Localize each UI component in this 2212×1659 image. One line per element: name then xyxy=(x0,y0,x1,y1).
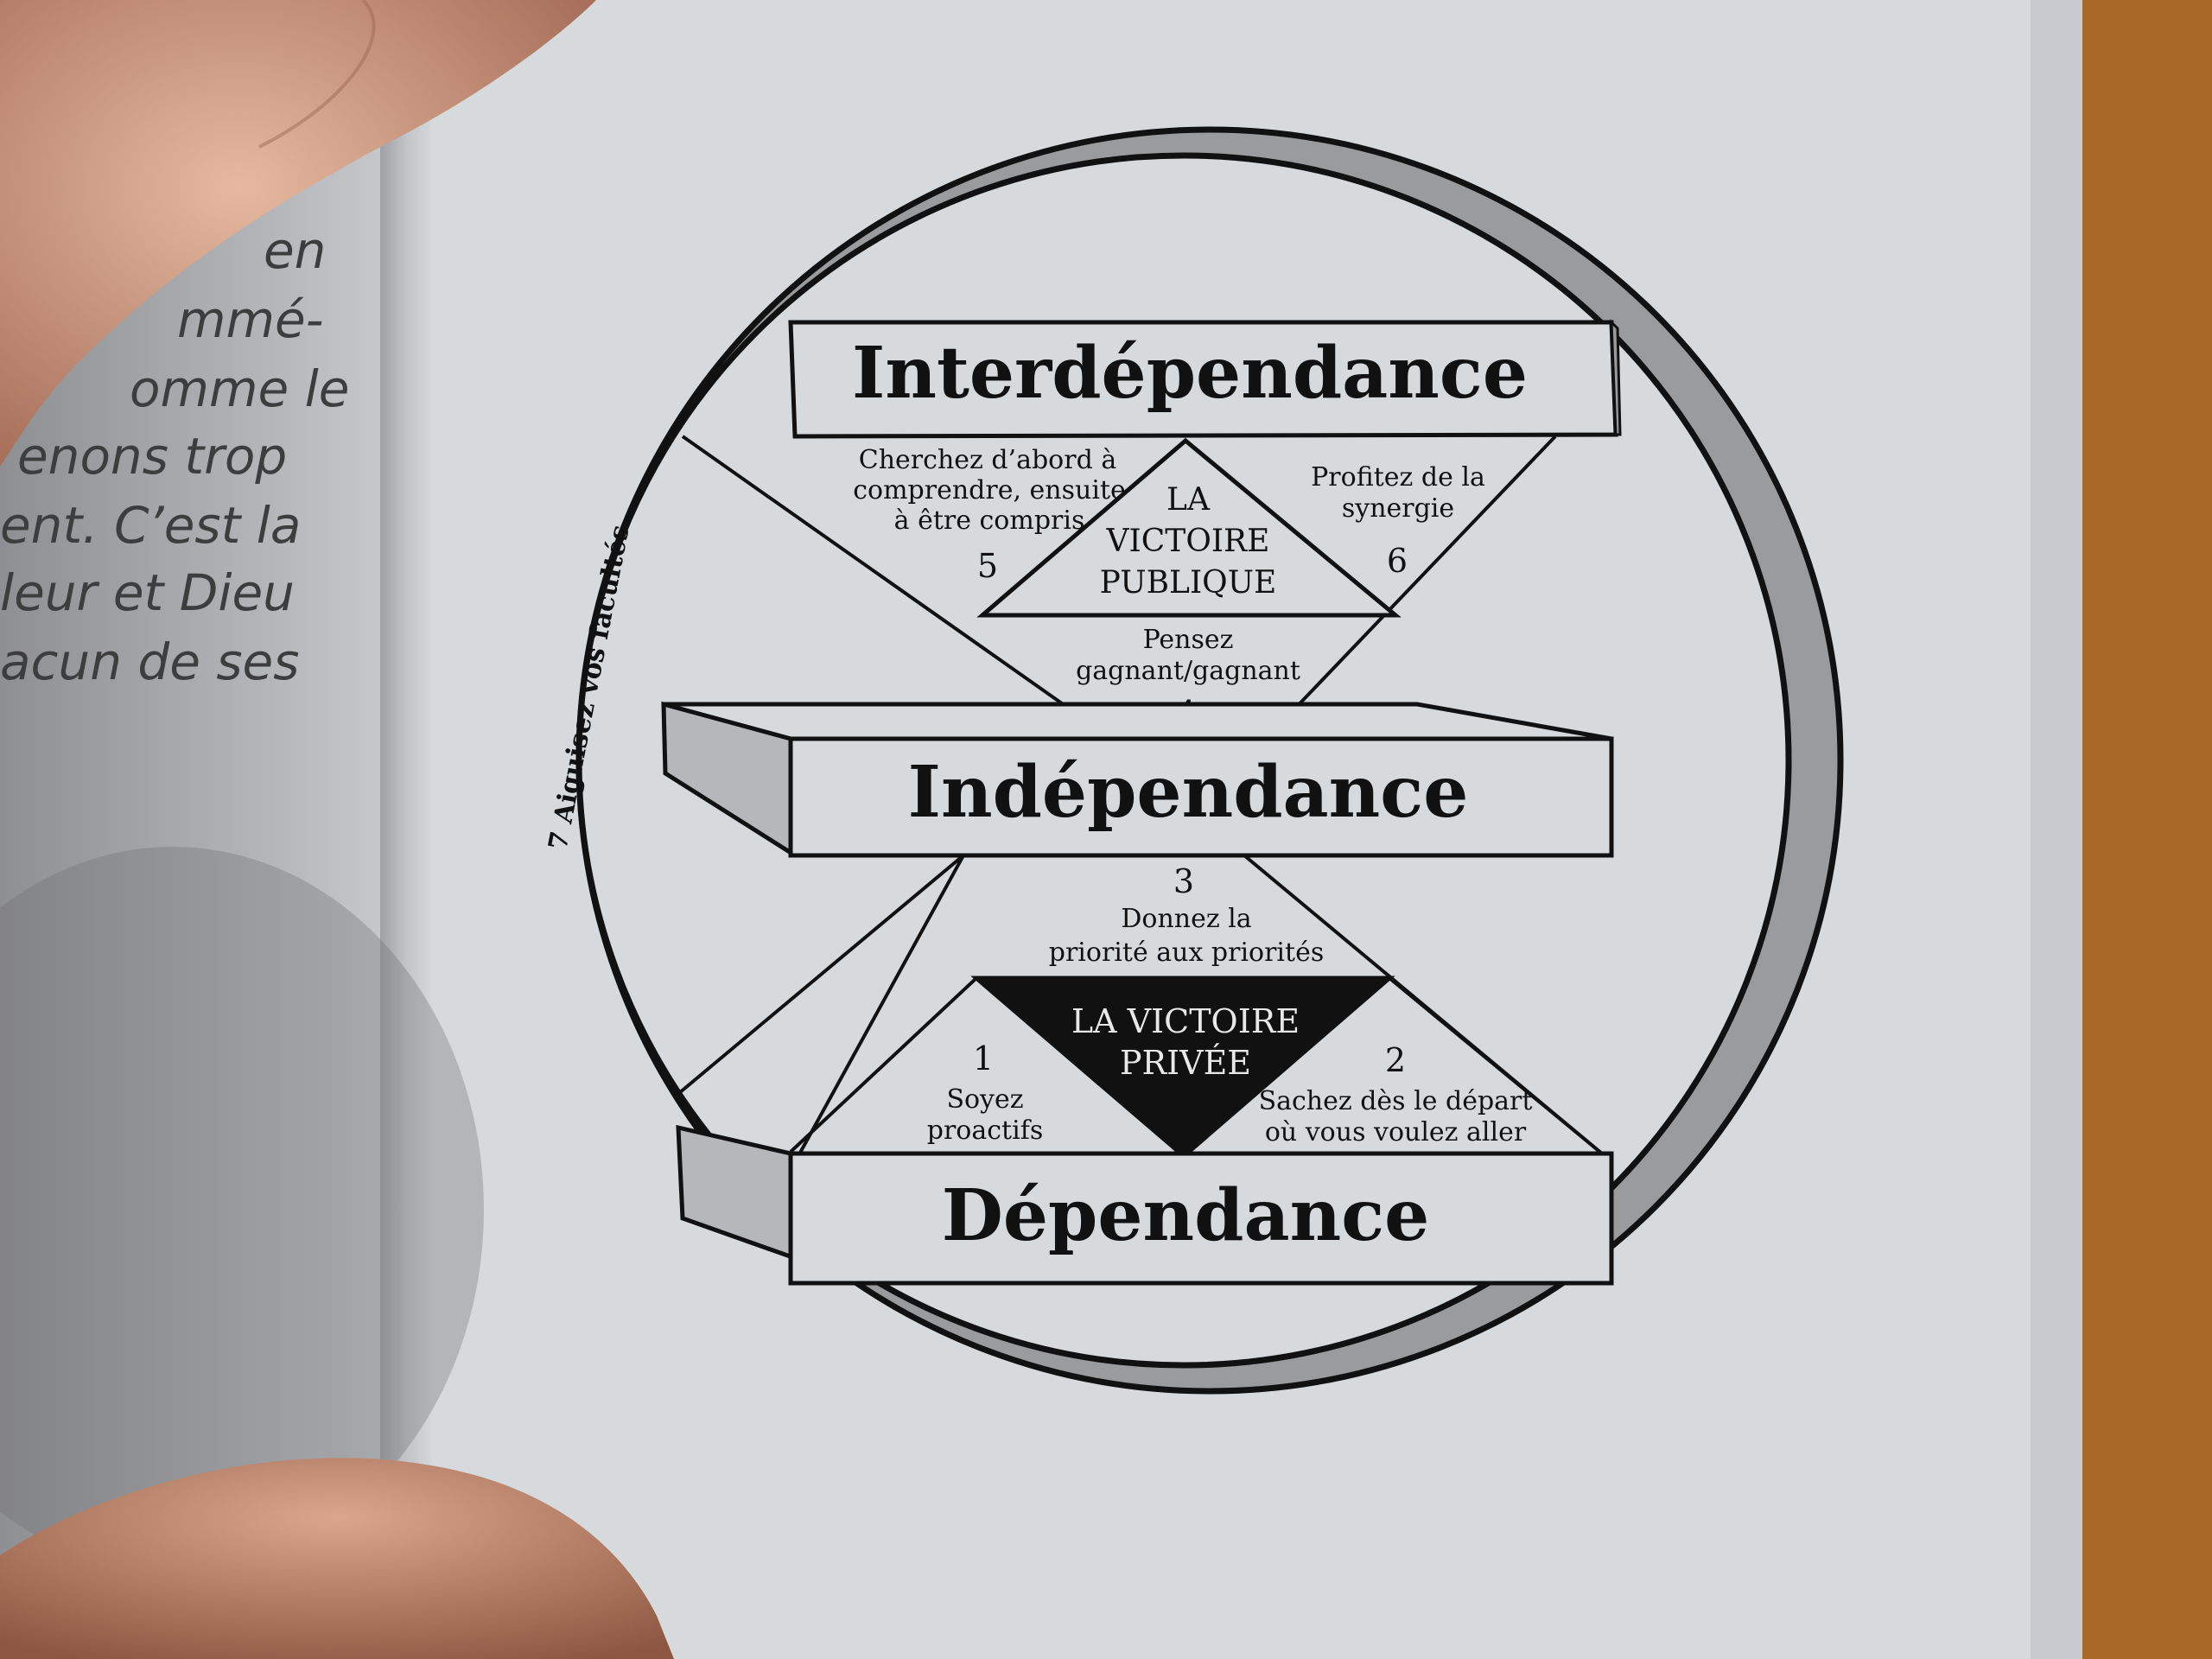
finger-bottom xyxy=(0,1458,674,1659)
habit-6-number: 6 xyxy=(1387,542,1408,580)
habit-4-line-2: gagnant/gagnant xyxy=(1076,656,1300,686)
dependence-roof-right xyxy=(1388,976,1609,1160)
interdependence-label: Interdépendance xyxy=(852,332,1528,415)
public-victory-line-2: VICTOIRE xyxy=(1106,524,1270,559)
public-victory-line-3: PUBLIQUE xyxy=(1100,565,1277,601)
thumb-nail-edge xyxy=(258,0,376,149)
habit-1-line-1: Soyez xyxy=(946,1084,1023,1115)
interdependence-bar: Interdépendance xyxy=(788,319,1622,439)
habit-5-line-3: à être compris xyxy=(894,505,1085,536)
public-victory-triangle xyxy=(976,437,1402,618)
habit-3-number: 3 xyxy=(1173,862,1194,900)
table-shadow xyxy=(2074,0,2212,1659)
habit-1-number: 1 xyxy=(973,1039,994,1077)
dependence-roof-left xyxy=(789,976,978,1154)
left-line: en xyxy=(264,221,326,280)
habit-3-line-1: Donnez la xyxy=(1121,904,1251,934)
left-line: enons trop xyxy=(17,427,287,486)
habits-diagram: Interdépendance LA VICTOIRE PUBLIQUE Che… xyxy=(543,126,1844,1395)
left-line: leur et Dieu xyxy=(0,563,295,622)
habit-4-line-1: Pensez xyxy=(1143,625,1234,655)
private-victory-line-2: PRIVÉE xyxy=(1120,1044,1251,1082)
dependence-label: Dépendance xyxy=(942,1174,1430,1257)
independence-bar: Indépendance xyxy=(661,701,1614,858)
habit-6-line-1: Profitez de la xyxy=(1311,462,1485,493)
habit-6-line-2: synergie xyxy=(1342,493,1454,524)
habit-2-line-2: où vous voulez aller xyxy=(1265,1117,1527,1147)
thumb xyxy=(0,0,596,467)
habit-5-line-2: comprendre, ensuite xyxy=(853,475,1126,505)
habit-5-line-1: Cherchez d’abord à xyxy=(859,445,1117,475)
private-victory-triangle xyxy=(970,976,1395,1160)
left-line: omme le xyxy=(130,359,349,418)
left-page-text: en mmé- omme le enons trop ent. C’est la… xyxy=(0,221,349,691)
habit-2-number: 2 xyxy=(1385,1041,1406,1079)
habit-5-number: 5 xyxy=(977,547,998,585)
left-line: ent. C’est la xyxy=(0,496,301,555)
private-victory-line-1: LA VICTOIRE xyxy=(1071,1002,1300,1040)
habit-3-line-2: priorité aux priorités xyxy=(1049,938,1325,968)
book-gutter xyxy=(380,0,432,1659)
left-line: mmé- xyxy=(177,290,324,349)
hand-shadow xyxy=(0,847,484,1573)
habit-1-line-2: proactifs xyxy=(927,1116,1043,1146)
independence-label: Indépendance xyxy=(908,751,1469,834)
habit-2-line-1: Sachez dès le départ xyxy=(1259,1086,1533,1116)
public-victory-line-1: LA xyxy=(1166,482,1211,518)
left-line: acun de ses xyxy=(0,632,299,691)
dependence-bar: Dépendance xyxy=(676,1124,1614,1286)
